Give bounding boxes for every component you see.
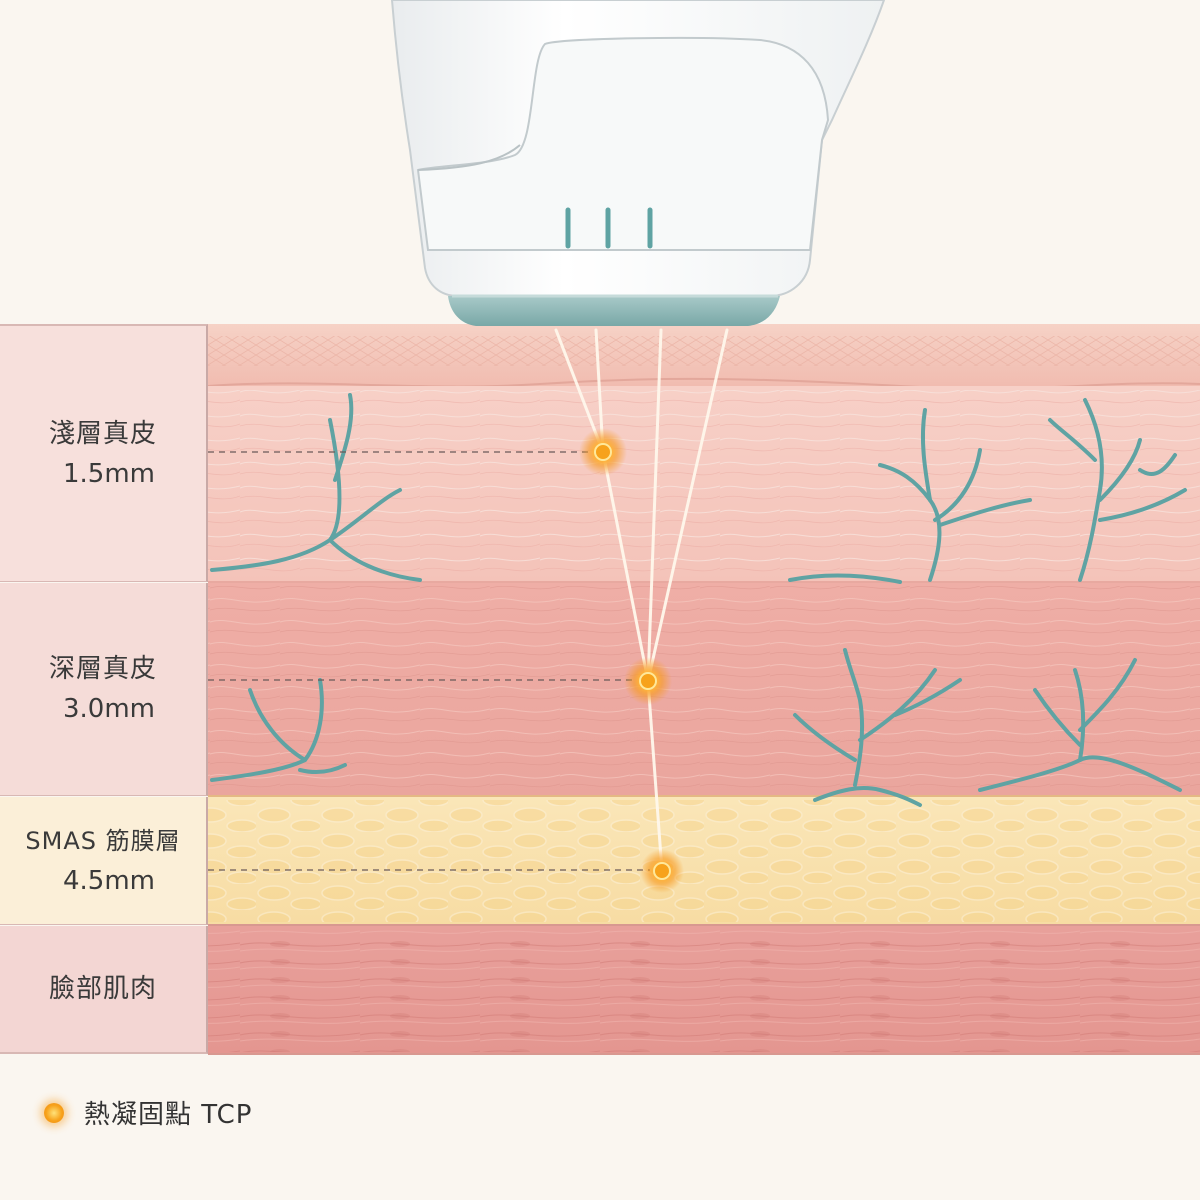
tcp-point-4-5mm <box>653 862 671 880</box>
vessel-tree <box>1048 398 1187 582</box>
blood-vessels <box>210 393 1187 807</box>
vessel-tree <box>978 658 1182 792</box>
vessel-tree <box>788 408 1032 584</box>
depth-leader-lines <box>186 451 650 871</box>
layer-name: 淺層真皮 <box>48 418 157 449</box>
layer-depth: 1.5mm <box>62 458 155 489</box>
tissue-cross-section <box>207 324 1200 1055</box>
beam <box>646 679 664 873</box>
superficial-dermis-fibers <box>208 390 1200 580</box>
legend-label: 熱凝固點 TCP <box>84 1100 253 1130</box>
epidermis-texture <box>208 336 1200 366</box>
indicator-lights <box>565 207 653 249</box>
legend: 熱凝固點 TCP <box>44 1094 252 1131</box>
beam <box>601 450 650 683</box>
layer-label-facial-muscle: 臉部肌肉 <box>0 926 208 1054</box>
deep-dermis-fibers <box>208 586 1200 794</box>
layer-name: SMAS 筋膜層 <box>25 826 181 855</box>
layer-name: 深層真皮 <box>48 654 157 684</box>
vessel-tree <box>793 648 962 807</box>
layer-depth: 3.0mm <box>62 694 155 724</box>
tcp-legend-icon <box>44 1102 64 1123</box>
vessel-tree <box>210 393 422 582</box>
layer-depth: 4.5mm <box>62 865 155 896</box>
handpiece-upper-edge <box>417 144 521 171</box>
layer-name: 臉部肌肉 <box>48 974 157 1004</box>
layer-label-superficial-dermis: 淺層真皮 1.5mm <box>0 324 208 582</box>
tcp-points <box>579 428 684 893</box>
smas-fat-texture <box>208 800 1200 922</box>
tcp-point-1-5mm <box>594 443 612 461</box>
layer-label-smas: SMAS 筋膜層 4.5mm <box>0 797 208 925</box>
ultrasound-handpiece <box>390 0 886 326</box>
layer-label-deep-dermis: 深層真皮 3.0mm <box>0 583 208 796</box>
beam <box>646 328 663 683</box>
tcp-point-3-0mm <box>639 672 657 690</box>
muscle-fiber-texture <box>208 930 1200 1052</box>
beam <box>646 328 729 683</box>
handpiece-tip <box>448 296 780 326</box>
handpiece-panel <box>416 36 830 251</box>
vessel-tree <box>210 678 347 782</box>
